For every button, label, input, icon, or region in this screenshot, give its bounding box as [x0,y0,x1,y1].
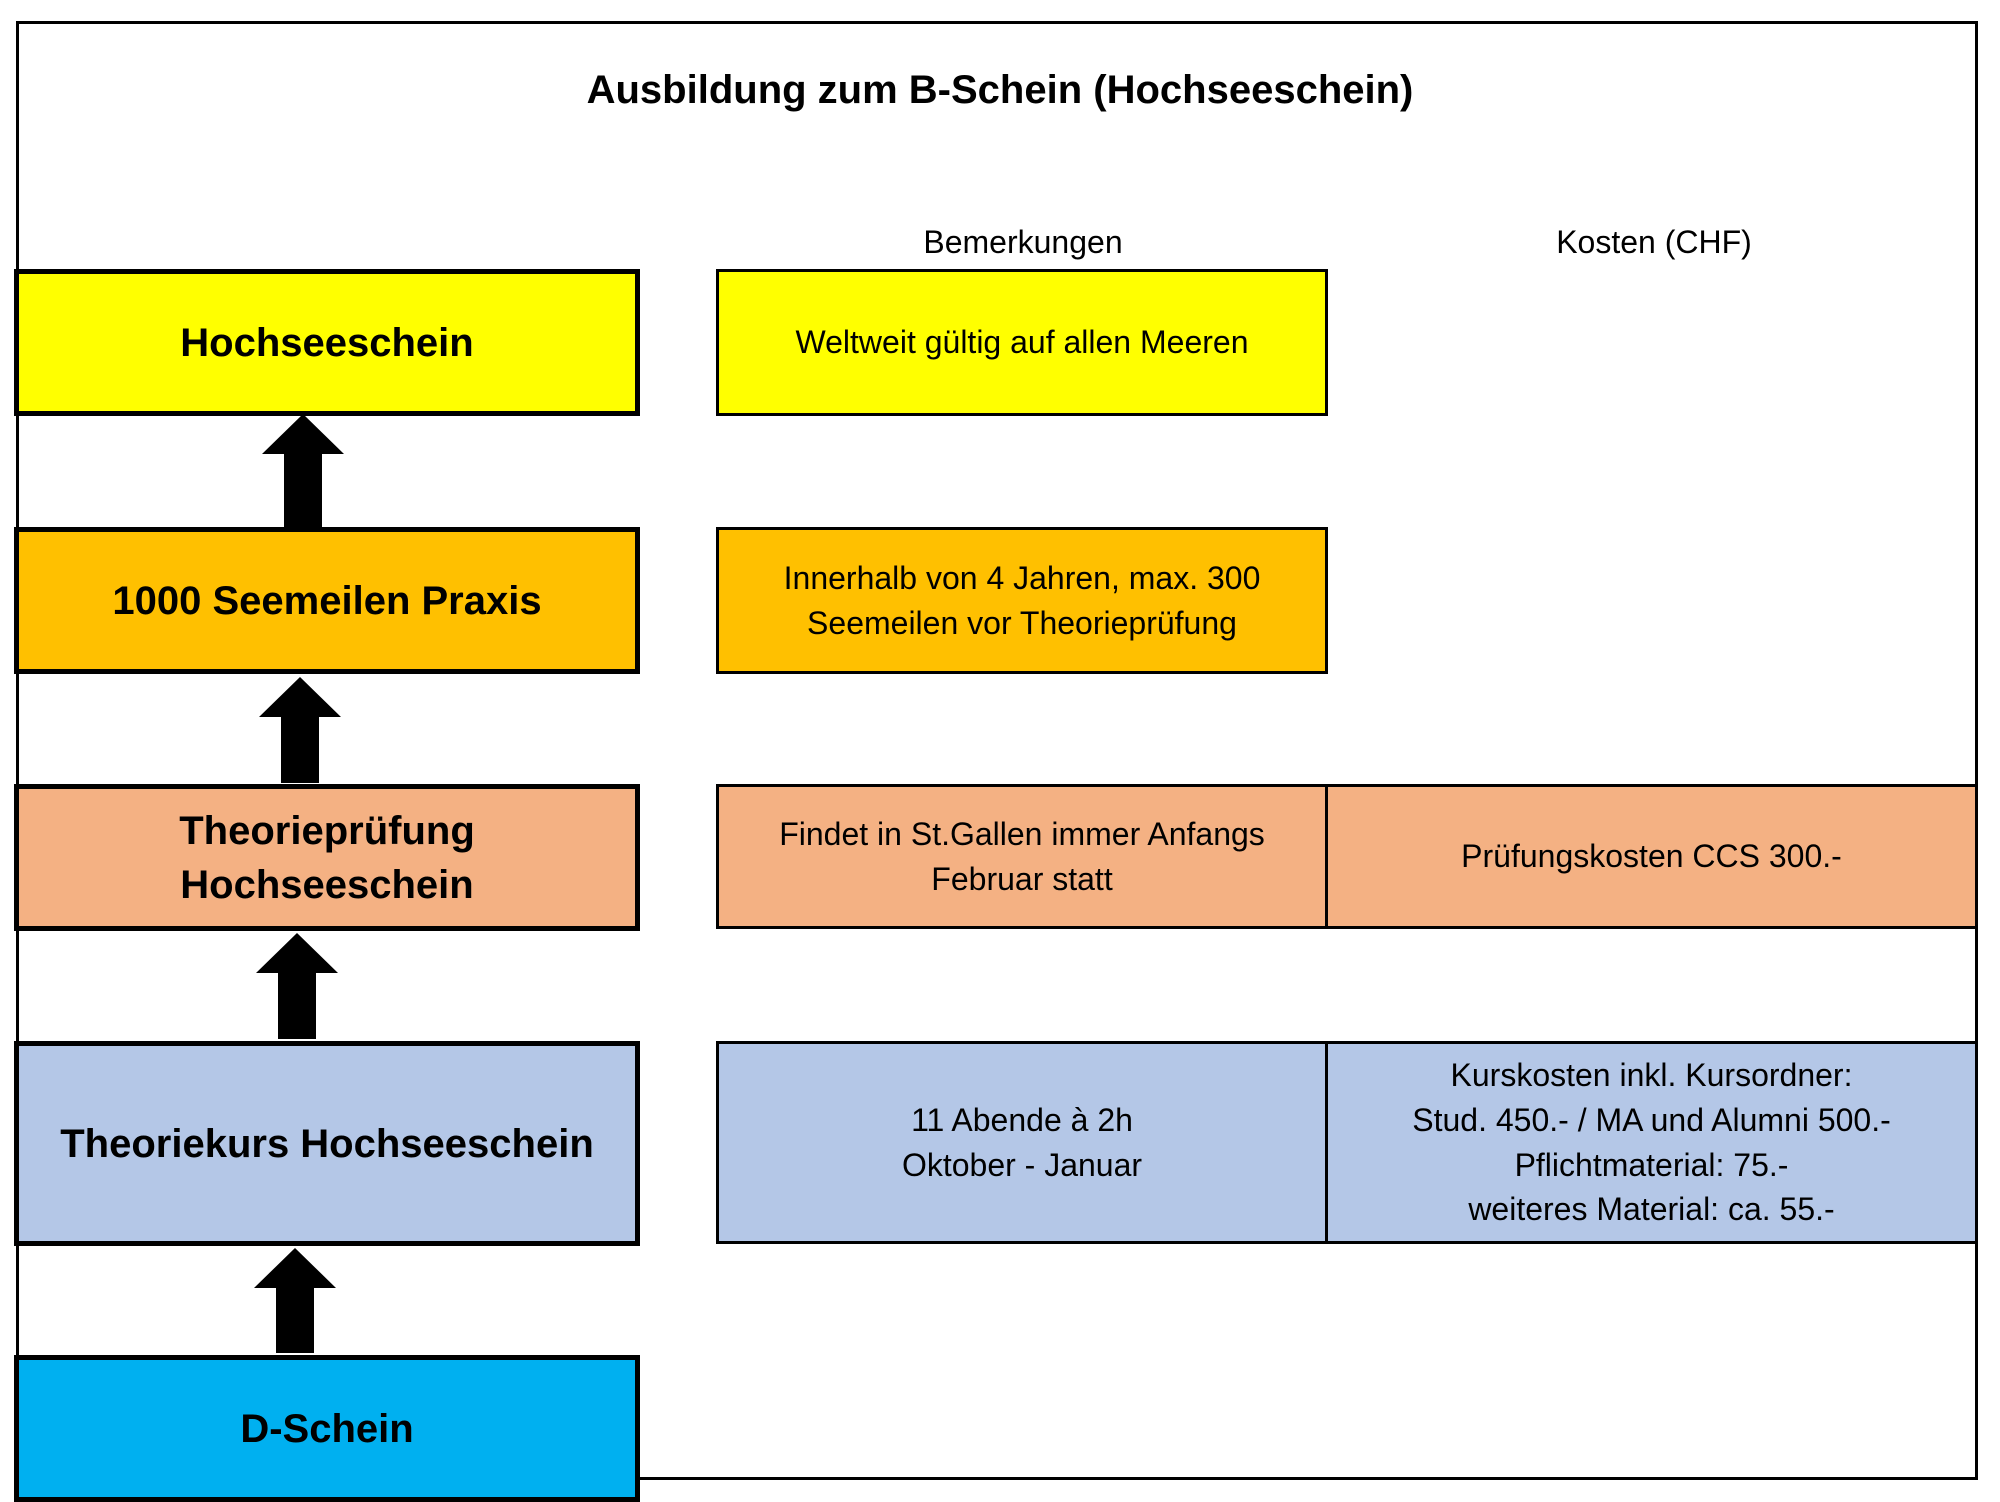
remark-theoriepruefung: Findet in St.Gallen immer Anfangs Februa… [716,784,1328,929]
diagram-frame [16,21,1978,1480]
cost-theoriepruefung: Prüfungskosten CCS 300.- [1325,784,1978,929]
column-header-costs: Kosten (CHF) [1556,224,1752,260]
remark-hochseeschein: Weltweit gültig auf allen Meeren [716,269,1328,416]
cost-theoriekurs: Kurskosten inkl. Kursordner: Stud. 450.-… [1325,1041,1978,1244]
diagram-title: Ausbildung zum B-Schein (Hochseeschein) [586,68,1414,112]
arrow-up-icon [254,1248,336,1353]
arrow-up-icon [262,414,344,529]
step-hochseeschein: Hochseeschein [14,269,640,416]
remark-theoriekurs: 11 Abende à 2h Oktober - Januar [716,1041,1328,1244]
remark-seemeilen-praxis: Innerhalb von 4 Jahren, max. 300 Seemeil… [716,527,1328,674]
arrow-up-icon [259,677,341,783]
step-theoriepruefung: Theorieprüfung Hochseeschein [14,784,640,931]
column-header-remarks: Bemerkungen [923,224,1123,260]
step-d-schein: D-Schein [14,1355,640,1502]
arrow-up-icon [256,933,338,1039]
step-seemeilen-praxis: 1000 Seemeilen Praxis [14,527,640,674]
step-theoriekurs: Theoriekurs Hochseeschein [14,1041,640,1246]
